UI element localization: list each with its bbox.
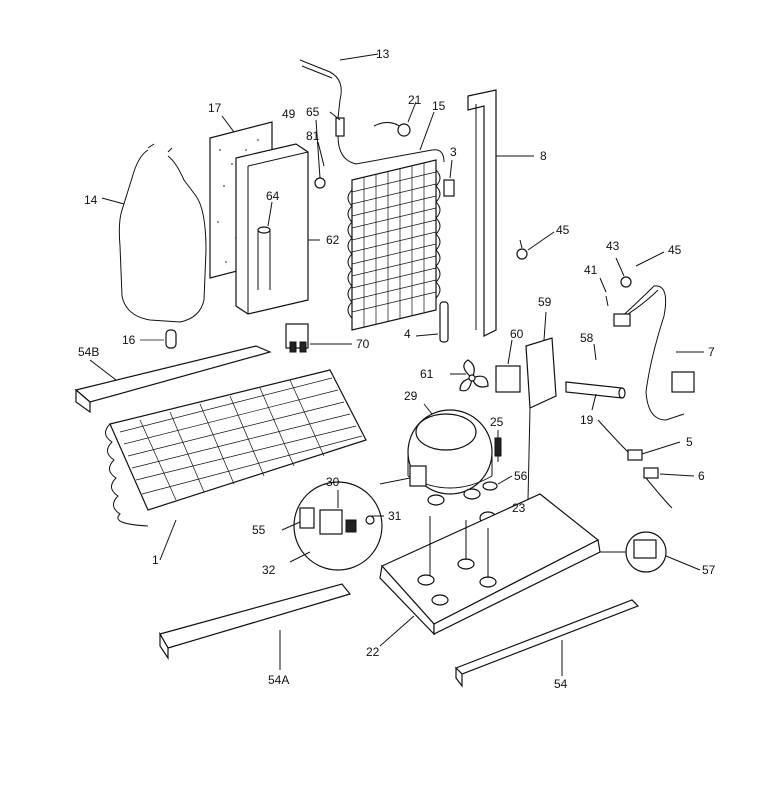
callout-23: 23	[512, 501, 526, 515]
part-58-screw	[593, 343, 597, 361]
part-15-evaporator-coil	[337, 111, 445, 331]
part-16-clip	[140, 329, 177, 349]
part-25-bolt	[494, 430, 502, 462]
part-21-grommet	[373, 101, 417, 137]
callout-16: 16	[122, 333, 136, 347]
callout-54: 54	[554, 677, 568, 691]
callout-45b: 45	[668, 243, 682, 257]
callout-54b: 54B	[78, 345, 99, 359]
part-54a-rail	[159, 583, 352, 670]
callout-81: 81	[306, 129, 320, 143]
part-7-power-cord	[613, 285, 704, 421]
part-65-fitting	[329, 111, 345, 137]
callout-13: 13	[376, 47, 390, 61]
callout-22: 22	[366, 645, 380, 659]
callout-60: 60	[510, 327, 524, 341]
callout-32: 32	[262, 563, 276, 577]
callout-15: 15	[432, 99, 446, 113]
callout-54a: 54A	[268, 673, 289, 687]
callout-3: 3	[450, 145, 457, 159]
part-3-clip	[443, 159, 455, 197]
callout-30: 30	[326, 475, 340, 489]
part-45-screw	[516, 231, 555, 260]
part-19-tube	[565, 381, 626, 411]
part-5-connector	[597, 419, 681, 461]
callout-19: 19	[580, 413, 594, 427]
part-70-terminal	[285, 323, 352, 353]
part-43-clip	[615, 257, 632, 288]
part-61-fan-blade	[450, 359, 489, 392]
part-59-fan-bracket	[525, 311, 557, 501]
part-14-heater-loop	[101, 143, 207, 323]
callout-56: 56	[514, 469, 528, 483]
callout-64: 64	[266, 189, 280, 203]
callout-5: 5	[686, 435, 693, 449]
part-41-screw	[599, 277, 609, 307]
part-54-rail	[454, 599, 640, 688]
part-29-compressor	[407, 403, 493, 506]
callout-61: 61	[420, 367, 434, 381]
part-1-condenser	[105, 369, 367, 561]
callout-62: 62	[326, 233, 340, 247]
callout-1: 1	[152, 553, 159, 567]
callout-45a: 45	[556, 223, 570, 237]
callout-17: 17	[208, 101, 222, 115]
part-4-drier	[415, 301, 449, 343]
callout-55: 55	[252, 523, 266, 537]
callout-7: 7	[708, 345, 715, 359]
part-6-connector	[643, 467, 695, 509]
part-57-plug	[600, 531, 701, 573]
part-8-side-rail	[467, 89, 534, 337]
callout-49: 49	[282, 107, 296, 121]
callout-6: 6	[698, 469, 705, 483]
callout-8: 8	[540, 149, 547, 163]
part-54b-bracket	[74, 345, 272, 414]
relay-overload-inset	[281, 477, 411, 571]
part-22-base-pan	[379, 493, 601, 647]
part-64-drain-tube	[257, 201, 273, 290]
callout-65: 65	[306, 105, 320, 119]
callout-59: 59	[538, 295, 552, 309]
callout-14: 14	[84, 193, 98, 207]
callout-43: 43	[606, 239, 620, 253]
part-56-grommet	[482, 475, 513, 491]
part-60-fan-motor	[495, 339, 521, 393]
callout-21: 21	[408, 93, 422, 107]
callout-4: 4	[404, 327, 411, 341]
callout-31: 31	[388, 509, 402, 523]
part-45-clip	[635, 251, 665, 267]
callout-70: 70	[356, 337, 370, 351]
callout-58: 58	[580, 331, 594, 345]
part-62-drain-trough	[235, 143, 320, 315]
part-13-capillary-tube	[299, 53, 379, 119]
callout-25: 25	[490, 415, 504, 429]
callout-29: 29	[404, 389, 418, 403]
callout-41: 41	[584, 263, 598, 277]
callout-57: 57	[702, 563, 716, 577]
part-49-81-screw	[314, 119, 326, 189]
